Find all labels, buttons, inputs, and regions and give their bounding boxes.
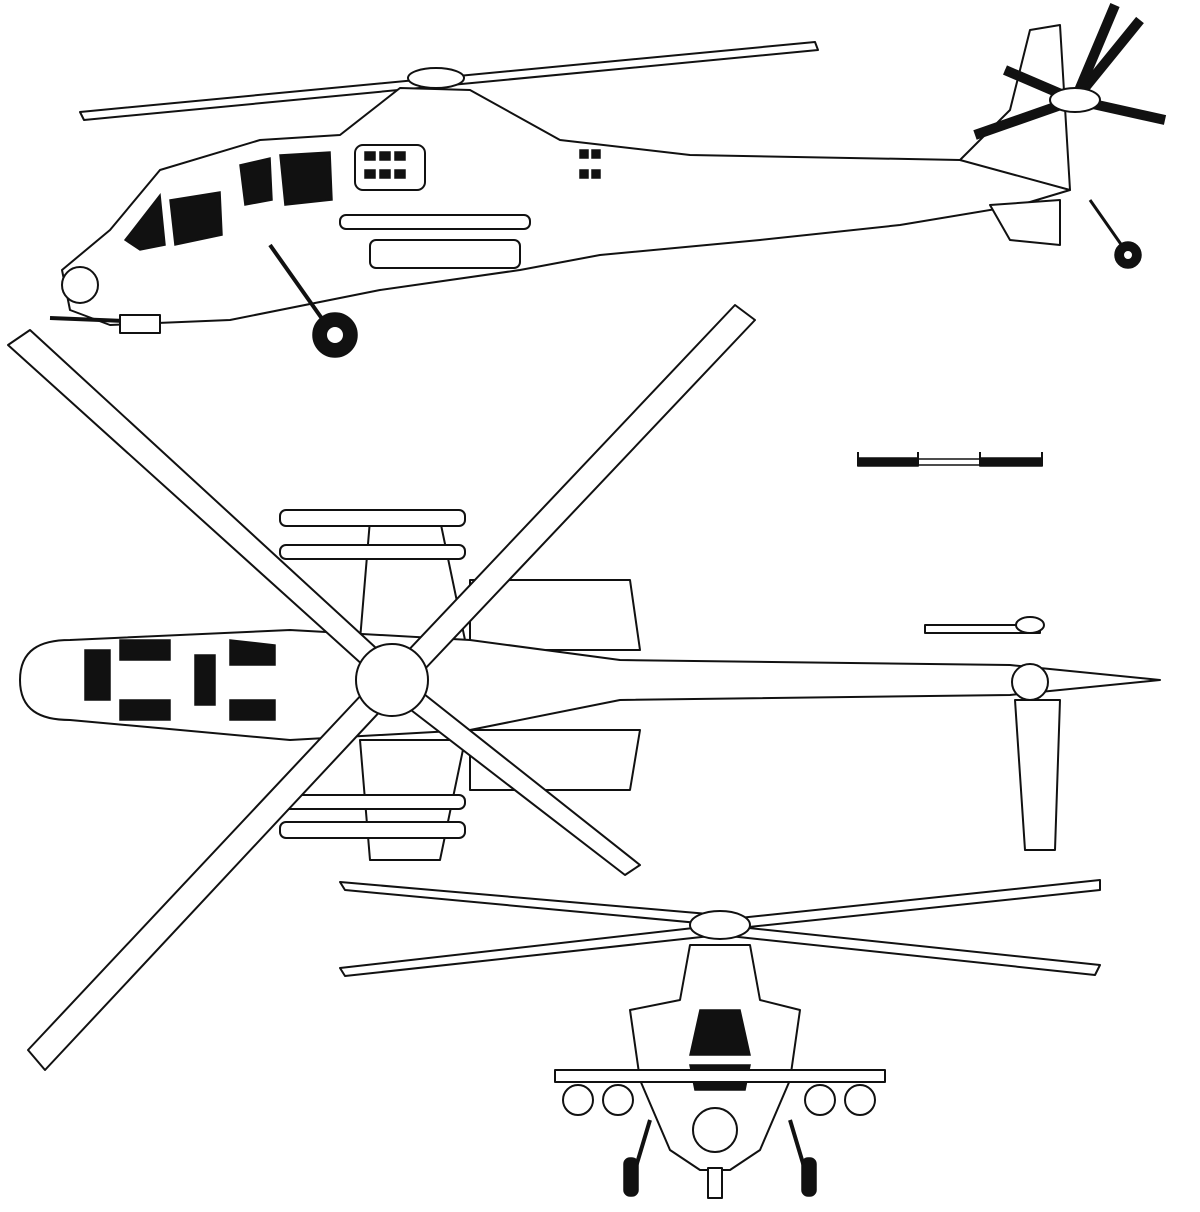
top-cockpit-window bbox=[119, 699, 171, 721]
top-rotor-blade bbox=[7, 329, 401, 686]
front-rotor-blade bbox=[339, 881, 721, 926]
top-cockpit-window bbox=[229, 699, 276, 721]
front-rocket-pod bbox=[804, 1084, 836, 1116]
front-rotor-blade bbox=[719, 924, 1101, 976]
top-missile-rack bbox=[279, 794, 466, 810]
side-main-gear-strut bbox=[268, 243, 332, 332]
front-rocket-pod bbox=[844, 1084, 876, 1116]
top-missile-rack bbox=[279, 821, 466, 839]
side-tail-stabilizer bbox=[989, 199, 1061, 246]
top-main-rotor bbox=[7, 304, 756, 1071]
top-missile-rack bbox=[279, 509, 466, 527]
top-rotor-blade bbox=[27, 674, 401, 1071]
front-rocket-pod bbox=[562, 1084, 594, 1116]
top-rotor-hub bbox=[355, 643, 429, 717]
side-rotor-hub bbox=[407, 67, 465, 89]
top-tail-gearbox bbox=[1011, 663, 1049, 701]
scale-bar bbox=[857, 452, 1043, 467]
top-engine-nacelle bbox=[469, 579, 641, 651]
side-engine-vents bbox=[354, 144, 601, 191]
front-rotor-blade bbox=[339, 924, 721, 977]
side-tail-fin bbox=[959, 24, 1071, 191]
front-fuselage bbox=[629, 944, 801, 1171]
front-stub-wing bbox=[554, 1069, 886, 1083]
front-wheel bbox=[623, 1157, 639, 1197]
side-rocket-pod bbox=[369, 239, 521, 269]
top-fuselage bbox=[19, 629, 1161, 741]
side-nose-sensor bbox=[61, 266, 99, 304]
side-canopy-window bbox=[239, 157, 273, 206]
top-cockpit-window bbox=[84, 649, 111, 701]
front-view bbox=[339, 879, 1101, 1199]
side-canopy-window bbox=[169, 191, 223, 246]
side-view bbox=[49, 3, 1167, 358]
side-canopy-window bbox=[123, 193, 166, 251]
front-rocket-pod bbox=[602, 1084, 634, 1116]
top-cockpit-window bbox=[229, 639, 276, 666]
top-horizontal-stabilizer bbox=[1014, 699, 1061, 851]
front-cannon bbox=[707, 1167, 723, 1199]
top-cockpit-window bbox=[194, 654, 216, 706]
front-rotor-blade bbox=[719, 879, 1101, 931]
front-canopy-window bbox=[689, 1009, 751, 1056]
top-view bbox=[7, 304, 1161, 1071]
top-cockpit-window bbox=[119, 639, 171, 661]
front-wheel bbox=[801, 1157, 817, 1197]
top-missile-rack bbox=[279, 544, 466, 560]
front-sensor-turret bbox=[692, 1107, 738, 1153]
side-tail-rotor bbox=[973, 3, 1167, 140]
side-canopy-window bbox=[279, 151, 333, 206]
side-missile bbox=[339, 214, 531, 230]
front-rotor-hub bbox=[689, 910, 751, 940]
